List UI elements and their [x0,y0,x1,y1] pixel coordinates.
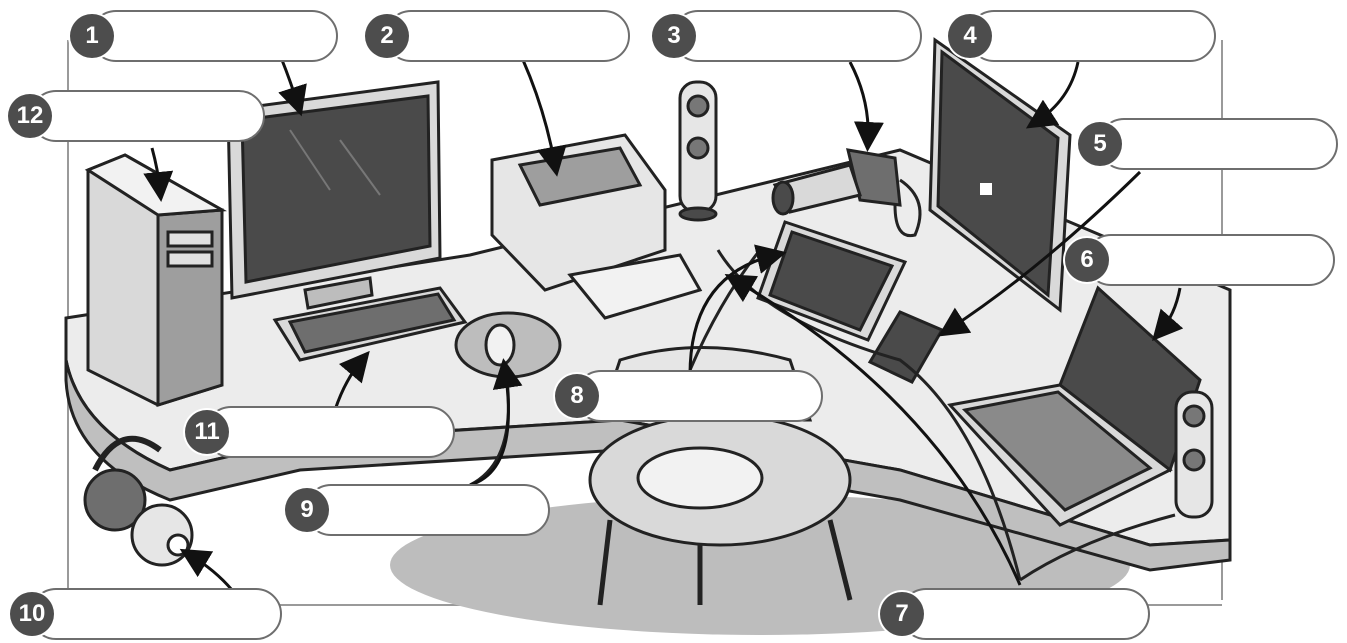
speaker-icon [680,82,716,220]
label-slot-1[interactable] [90,10,338,62]
tower-pc-icon [88,155,222,405]
label-slot-9[interactable] [305,484,550,536]
label-slot-11[interactable] [205,406,455,458]
label-number-9: 9 [285,488,329,532]
mouse-icon [456,313,560,377]
label-number-8: 8 [555,374,599,418]
speaker-icon [1176,392,1212,517]
label-number-10: 10 [10,592,54,636]
label-number-3: 3 [652,14,696,58]
label-number-5: 5 [1078,122,1122,166]
label-number-4: 4 [948,14,992,58]
label-slot-2[interactable] [385,10,630,62]
label-number-11: 11 [185,410,229,454]
label-slot-7[interactable] [900,588,1150,640]
label-slot-12[interactable] [30,90,265,142]
label-number-12: 12 [8,94,52,138]
label-number-2: 2 [365,14,409,58]
label-slot-8[interactable] [575,370,823,422]
label-slot-3[interactable] [672,10,922,62]
label-number-7: 7 [880,592,924,636]
label-number-6: 6 [1065,238,1109,282]
label-slot-6[interactable] [1085,234,1335,286]
label-slot-4[interactable] [968,10,1216,62]
label-slot-5[interactable] [1098,118,1338,170]
label-number-1: 1 [70,14,114,58]
label-slot-10[interactable] [30,588,282,640]
